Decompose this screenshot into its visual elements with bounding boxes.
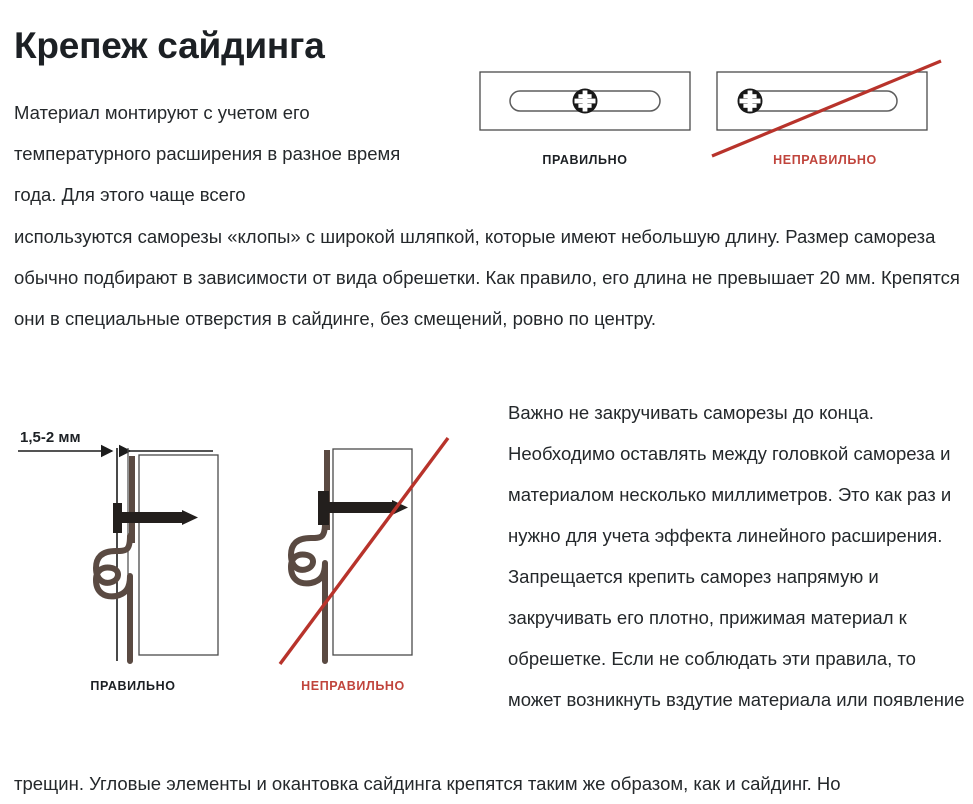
paragraph-intro: Материал монтируют с учетом его температ… xyxy=(14,102,401,205)
figure-screw-in-slot: ПРАВИЛЬНО НЕПРАВИЛЬНО xyxy=(465,58,965,180)
paragraph-right-column: Важно не закручивать саморезы до конца. … xyxy=(508,402,965,710)
cross-out-line xyxy=(278,436,450,666)
caption-incorrect-bottom: НЕПРАВИЛЬНО xyxy=(301,679,405,693)
screw-icon xyxy=(737,88,763,114)
paragraph-main: используются саморезы «клопы» с широкой … xyxy=(14,226,960,329)
siding-lock-profile xyxy=(288,520,328,664)
siding-lock-profile xyxy=(93,533,133,664)
screw-icon xyxy=(572,88,598,114)
cross-out-line xyxy=(711,59,942,158)
caption-incorrect-top: НЕПРАВИЛЬНО xyxy=(773,153,877,167)
batten-outline xyxy=(332,448,413,656)
gap-dimension-label: 1,5-2 мм xyxy=(20,429,81,446)
caption-correct-bottom: ПРАВИЛЬНО xyxy=(90,679,175,693)
tightness-incorrect-group xyxy=(278,436,450,666)
nail-icon xyxy=(318,491,408,525)
paragraph-bottom: трещин. Угловые элементы и окантовка сай… xyxy=(14,773,841,794)
batten-outline xyxy=(138,454,219,656)
page-title: Крепеж сайдинга xyxy=(14,25,325,66)
elongated-slot xyxy=(746,90,898,112)
caption-correct-top: ПРАВИЛЬНО xyxy=(542,153,627,167)
figure-screw-tightness: 1,5-2 мм ПРАВИ xyxy=(8,418,470,703)
tightness-correct-group: 1,5-2 мм xyxy=(18,429,219,664)
slot-panel-incorrect xyxy=(711,59,942,158)
slot-panel-correct xyxy=(479,71,691,131)
nail-icon xyxy=(113,503,198,533)
